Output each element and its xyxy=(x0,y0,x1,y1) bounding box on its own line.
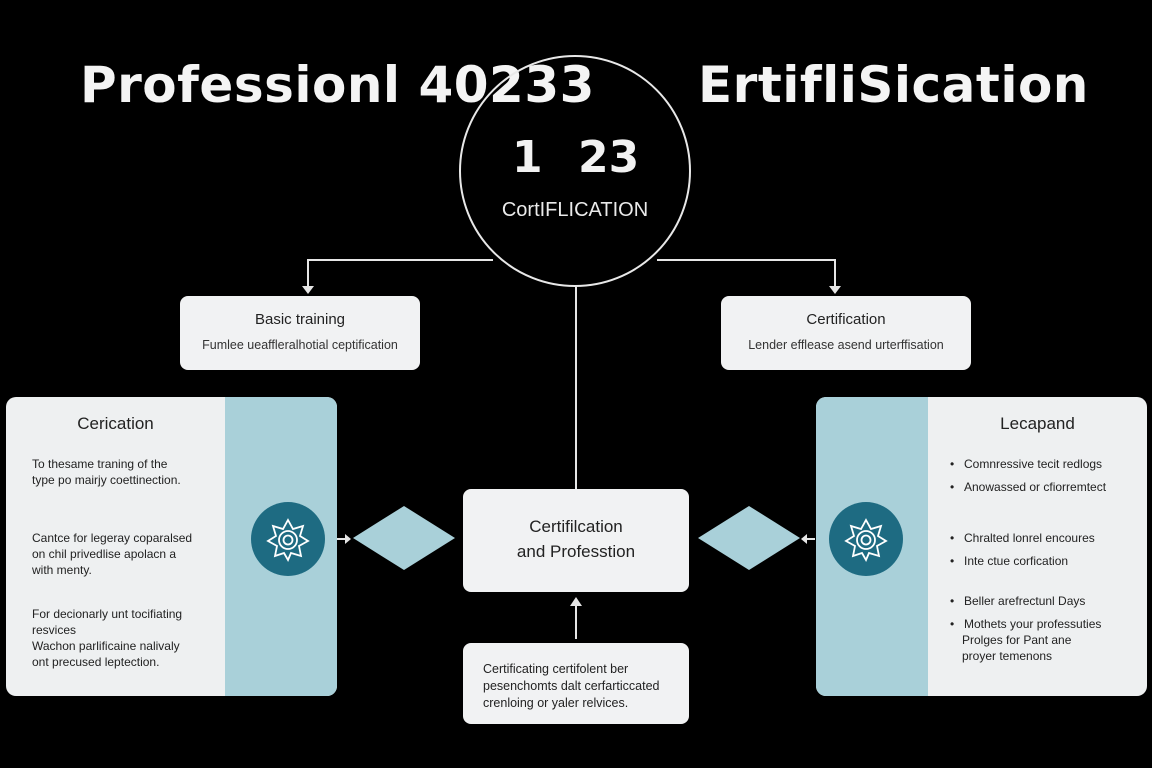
arrow-head-up-icon xyxy=(570,597,582,606)
connector-left xyxy=(307,259,493,288)
right-panel-group-2: •Chralted lonrel encoures •Inte ctue cor… xyxy=(950,530,1095,569)
right-panel-title: Lecapand xyxy=(1000,414,1075,433)
paragraph-line: To thesame traning of the xyxy=(32,457,168,471)
left-panel-paragraph-3: For decionarly unt tocifiating resvices … xyxy=(32,606,182,670)
circle-number-b: 23 xyxy=(578,132,640,183)
center-box-line-2: and Professtion xyxy=(516,542,636,561)
arrow-head-right-icon xyxy=(829,286,841,294)
paragraph-line: resvices xyxy=(32,623,77,637)
right-panel-group-1: •Comnressive tecit redlogs •Anowassed or… xyxy=(950,456,1106,495)
arrow-head-small-left-icon xyxy=(345,534,351,544)
left-panel-title: Cerication xyxy=(77,414,154,433)
list-item: Prolges for Pant ane xyxy=(962,633,1072,647)
center-box-line-1: Certifilcation xyxy=(529,517,623,536)
paragraph-line: ont precused leptection. xyxy=(32,655,160,669)
paragraph-line: Wachon parlificaine nalivaly xyxy=(32,639,180,653)
bottom-box-line: pesenchomts dalt cerfarticcated xyxy=(483,679,660,693)
connector-right xyxy=(657,259,836,288)
list-item: •Chralted lonrel encoures xyxy=(950,531,1095,545)
certification-heading: Certification xyxy=(806,311,886,328)
paragraph-line: on chil privedlise apolacn a xyxy=(32,547,177,561)
basic-training-box: Basic training Fumlee ueaffleralhotial c… xyxy=(180,296,420,370)
arrow-head-small-right-icon xyxy=(801,534,807,544)
left-panel-paragraph-1: To thesame traning of the type po mairjy… xyxy=(32,456,181,488)
bottom-box-line: crenloing or yaler relvices. xyxy=(483,696,629,710)
basic-training-text: Fumlee ueaffleralhotial ceptification xyxy=(202,338,398,352)
lotus-emblem-icon xyxy=(829,502,903,576)
diamond-right xyxy=(698,506,800,570)
paragraph-line: type po mairjy coettinection. xyxy=(32,473,181,487)
center-box: Certifilcation and Professtion xyxy=(463,489,689,592)
lotus-emblem-icon xyxy=(251,502,325,576)
left-panel: Cerication To thesame traning of the typ… xyxy=(6,397,337,696)
bottom-box-line: Certificating certifolent ber xyxy=(483,662,629,676)
right-panel-group-3: •Beller arefrectunl Days •Mothets your p… xyxy=(950,593,1101,664)
certification-box: Certification Lender efflease asend urte… xyxy=(721,296,971,370)
left-panel-paragraph-2: Cantce for legeray coparalsed on chil pr… xyxy=(32,530,192,578)
right-panel: Lecapand •Comnressive tecit redlogs •Ano… xyxy=(816,397,1147,696)
paragraph-line: For decionarly unt tocifiating xyxy=(32,607,183,621)
title-right: ErtifliSication xyxy=(698,56,1089,114)
arrow-head-left-icon xyxy=(302,286,314,294)
list-item: •Inte ctue corfication xyxy=(950,554,1069,568)
list-item: •Anowassed or cfiorremtect xyxy=(950,480,1107,494)
paragraph-line: Cantce for legeray coparalsed xyxy=(32,531,193,545)
diamond-left xyxy=(353,506,455,570)
central-circle xyxy=(459,55,691,287)
list-item: •Beller arefrectunl Days xyxy=(950,594,1086,608)
circle-number-a: 1 xyxy=(512,132,543,183)
list-item: •Comnressive tecit redlogs xyxy=(950,457,1103,471)
bottom-box: Certificating certifolent ber pesenchomt… xyxy=(463,643,689,724)
circle-label: CortIFLICATION xyxy=(501,199,649,221)
list-item: proyer temenons xyxy=(962,649,1053,663)
basic-training-heading: Basic training xyxy=(254,311,346,328)
paragraph-line: with menty. xyxy=(32,563,92,577)
list-item: •Mothets your professuties xyxy=(950,617,1102,631)
certification-text: Lender efflease asend urterffisation xyxy=(748,338,944,352)
